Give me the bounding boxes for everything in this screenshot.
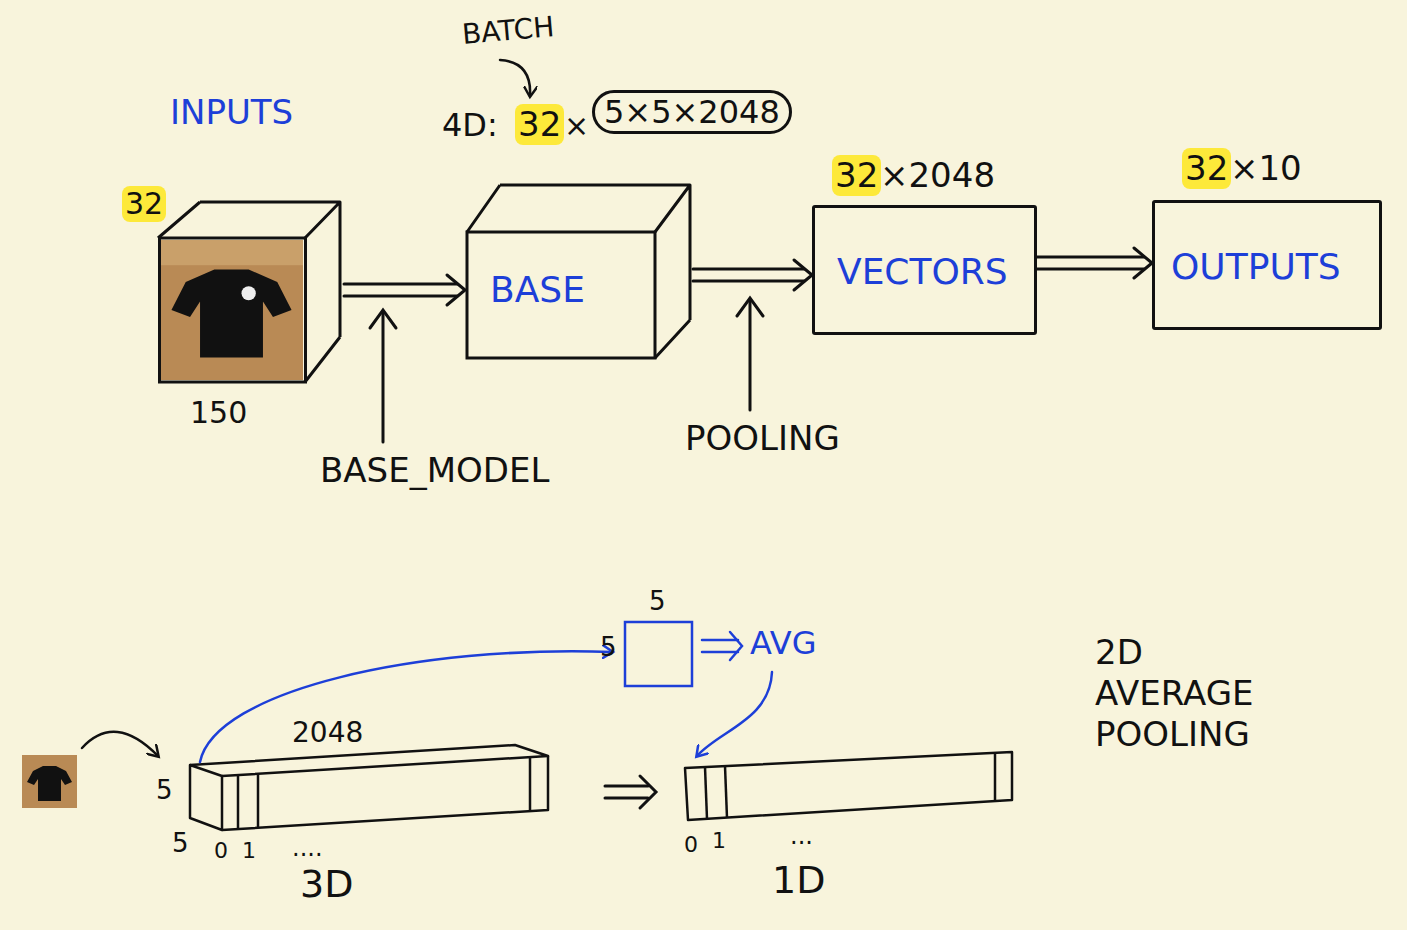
- batch-size: 32: [832, 155, 881, 196]
- node-title: BASE: [490, 268, 585, 311]
- index-label: 1: [242, 838, 256, 864]
- dimension-label: 5: [156, 775, 173, 806]
- note-label: 2D AVERAGE POOLING: [1095, 632, 1295, 754]
- outputs-box: OUTPUTS: [1152, 200, 1382, 330]
- index-label: 1: [712, 828, 726, 854]
- batch-size: 32: [515, 104, 564, 145]
- dimension-label: 2048: [292, 716, 363, 750]
- ellipsis: ...: [790, 822, 813, 851]
- feature-map-3d: [190, 745, 548, 830]
- input-cube-drawing: [158, 200, 344, 386]
- pointer-label: POOLING: [685, 418, 840, 459]
- dimension-label: 5: [600, 632, 617, 663]
- output-size: ×10: [1230, 148, 1302, 189]
- operation-label: AVG: [750, 624, 817, 662]
- batch-label: BATCH: [461, 10, 556, 52]
- pointer-label: BASE_MODEL: [320, 450, 549, 491]
- node-title: VECTORS: [837, 250, 1008, 293]
- curved-arrow: [82, 732, 158, 756]
- index-label: 0: [214, 838, 228, 864]
- batch-arrow: [500, 60, 530, 96]
- vector-size: ×2048: [880, 155, 995, 196]
- vectors-box: VECTORS: [812, 205, 1037, 335]
- double-arrow-connector: [693, 260, 812, 290]
- ellipsis: ....: [292, 834, 323, 863]
- dimension-label: 3D: [300, 862, 353, 908]
- double-arrow-connector: [344, 275, 465, 305]
- vector-1d: [685, 752, 1012, 820]
- dimension-label: 150: [190, 395, 247, 431]
- times-sign: ×: [564, 108, 589, 144]
- dimension-label: 1D: [772, 858, 825, 904]
- node-title: INPUTS: [170, 92, 293, 133]
- tshirt-thumbnail: [22, 755, 77, 808]
- node-title: OUTPUTS: [1171, 245, 1341, 288]
- batch-size: 32: [122, 186, 166, 222]
- shape-prefix: 4D:: [442, 106, 498, 144]
- dimension-label: 5: [649, 586, 666, 617]
- dimension-label: 5: [172, 828, 189, 859]
- batch-size: 32: [1182, 148, 1231, 189]
- index-label: 0: [684, 832, 698, 858]
- feature-shape: 5×5×2048: [592, 90, 792, 134]
- double-arrow-connector: [1037, 248, 1152, 278]
- base-model-box: BASE: [465, 183, 693, 361]
- double-arrow: [605, 776, 656, 808]
- input-cube: INPUTS: [158, 200, 344, 386]
- pooling-window: [200, 622, 772, 762]
